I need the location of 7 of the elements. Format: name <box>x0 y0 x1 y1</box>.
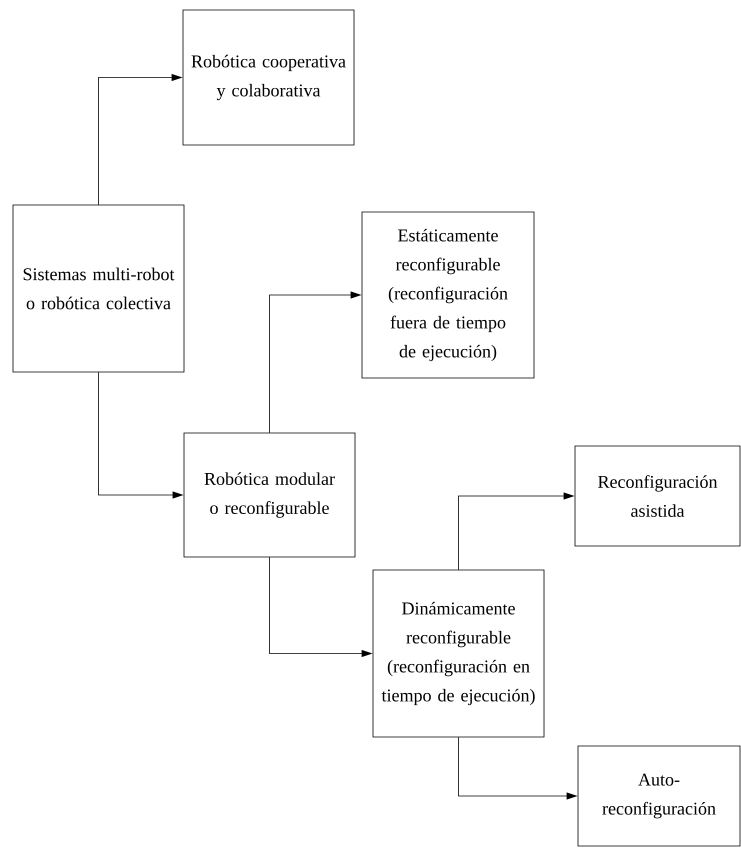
process-box: Reconfiguración asistida <box>574 446 740 546</box>
process-box: Dinámicamente reconfigurable (reconfiguración en tiempo de ejecución) <box>372 570 544 738</box>
process-box: Sistemas multi-robot o robótica colectiva <box>12 204 184 372</box>
process-box: Estáticamente reconfigurable (reconfiguración fuera de tiempo de ejecución) <box>362 212 534 378</box>
process-box: Robótica cooperativa y colaborativa <box>182 10 354 146</box>
process-box: Auto- reconfiguración <box>578 746 740 846</box>
process-box: Robótica modular o reconfigurable <box>184 432 356 558</box>
